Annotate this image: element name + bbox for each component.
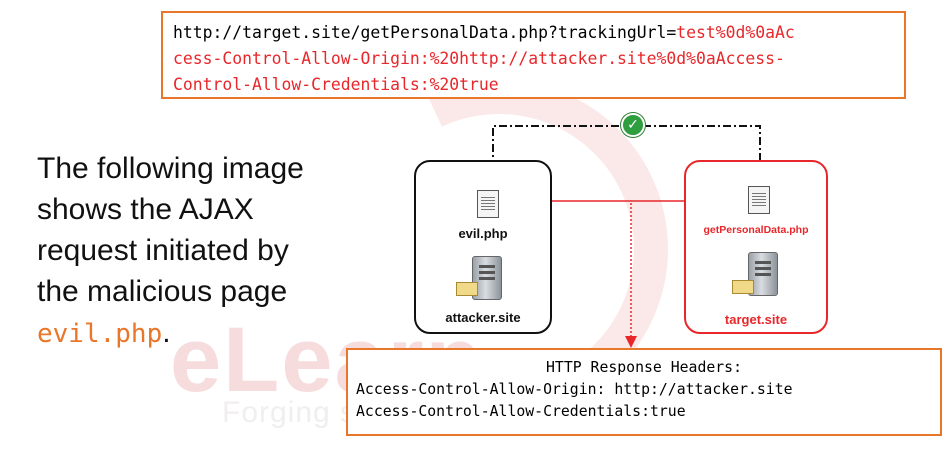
- document-icon: [744, 182, 770, 214]
- description-text: The following image shows the AJAX reque…: [37, 148, 337, 355]
- attacker-host-label: attacker.site: [445, 310, 521, 325]
- target-node: getPersonalData.php target.site: [684, 160, 828, 334]
- url-prefix: http://target.site/getPersonalData.php?t…: [173, 23, 677, 42]
- folder-icon: [732, 280, 754, 294]
- attacker-file-label: evil.php: [458, 226, 508, 241]
- target-host-label: target.site: [724, 312, 788, 327]
- description-code: evil.php: [37, 319, 163, 349]
- target-file-label: getPersonalData.php: [703, 224, 809, 236]
- response-title: HTTP Response Headers:: [546, 359, 742, 376]
- response-headers-box: HTTP Response Headers: Access-Control-Al…: [346, 348, 942, 436]
- description-body: The following image shows the AJAX reque…: [37, 152, 304, 308]
- request-arrow: [492, 125, 768, 184]
- url-payload-1: test%0d%0aAc: [676, 23, 795, 42]
- response-header-line: Access-Control-Allow-Origin: http://atta…: [356, 381, 793, 398]
- response-header-line: Access-Control-Allow-Credentials:true: [356, 403, 686, 420]
- attacker-node: evil.php attacker.site: [414, 160, 552, 334]
- check-icon: ✓: [621, 113, 645, 137]
- url-payload-2: cess-Control-Allow-Origin:%20http://atta…: [173, 49, 785, 68]
- description-suffix: .: [162, 316, 171, 349]
- url-payload-3: Control-Allow-Credentials:%20true: [173, 75, 499, 94]
- request-url-box: http://target.site/getPersonalData.php?t…: [161, 11, 906, 99]
- folder-icon: [456, 282, 478, 296]
- document-icon: [473, 186, 499, 218]
